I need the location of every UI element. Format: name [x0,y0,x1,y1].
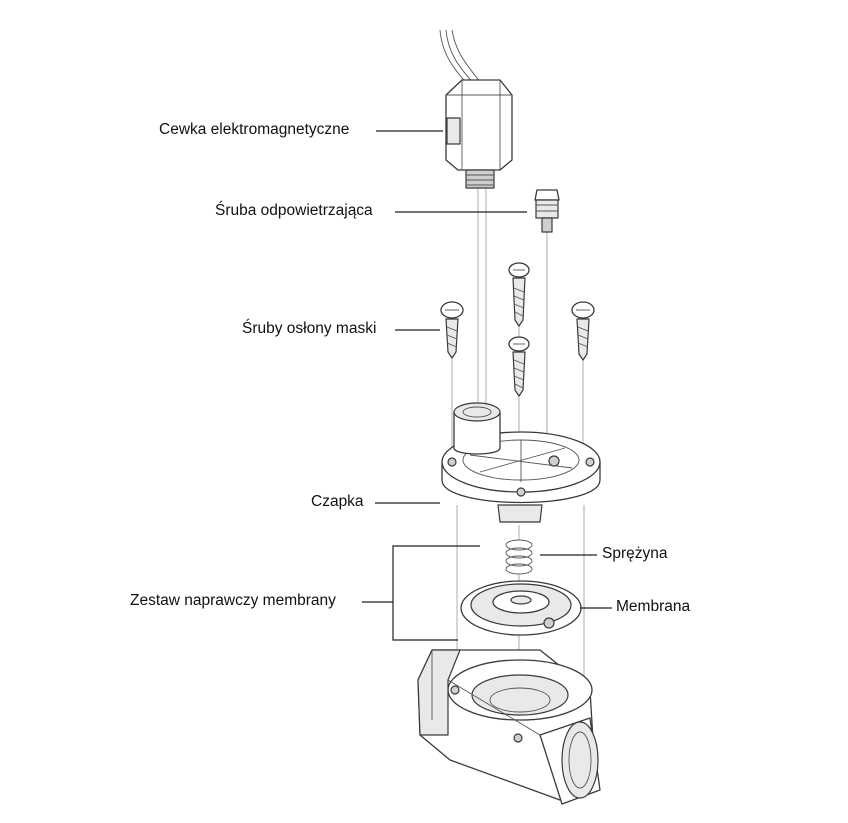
label-diaphragm: Membrana [616,598,691,615]
label-spring: Sprężyna [602,545,668,562]
label-solenoid: Cewka elektromagnetyczne [159,121,350,138]
diaphragm-part [460,580,582,636]
label-bleed-screw: Śruba odpowietrzająca [215,202,373,219]
solenoid-part [439,29,513,189]
bonnet-part [441,402,601,523]
label-cover-screws: Śruby osłony maski [242,320,377,337]
valve-body-part [417,649,601,805]
leader-lines [362,130,612,641]
cover-screws-part [440,262,595,397]
bleed-screw-part [534,189,560,233]
label-repair-kit: Zestaw naprawczy membrany [130,592,336,609]
spring-part [505,539,533,575]
label-bonnet: Czapka [311,493,364,510]
